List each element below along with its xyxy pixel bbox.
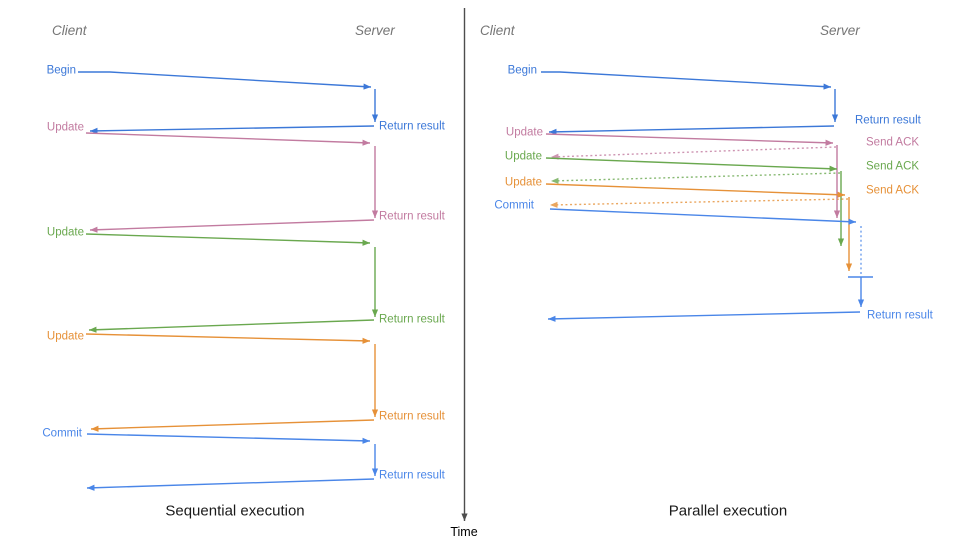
left-panel-arrows [78, 71, 379, 491]
left-client-header: Client [52, 23, 87, 38]
right-panel-arrows [541, 71, 873, 322]
right-update1-label: Update [505, 126, 543, 139]
left-return3-label: Return result [379, 313, 445, 326]
left-commit-label: Commit [42, 427, 82, 440]
left-return2-label: Return result [379, 210, 445, 223]
time-axis-label: Time [450, 525, 478, 539]
left-update1-label: Update [46, 121, 84, 134]
right-client-header: Client [480, 23, 515, 38]
left-update2-label: Update [46, 226, 84, 239]
right-ack3-label: Send ACK [866, 184, 920, 197]
left-server-header: Server [355, 23, 395, 38]
right-commit-label: Commit [494, 199, 534, 212]
right-server-header: Server [820, 23, 860, 38]
left-return4-label: Return result [379, 410, 445, 423]
left-caption: Sequential execution [165, 502, 305, 520]
right-begin-label: Begin [507, 64, 537, 77]
right-return1-label: Return result [855, 114, 921, 127]
right-update3-label: Update [504, 176, 542, 189]
right-ack1-label: Send ACK [866, 136, 920, 149]
left-return5-label: Return result [379, 469, 445, 482]
right-ack2-label: Send ACK [866, 160, 920, 173]
left-return1-label: Return result [379, 120, 445, 133]
left-update3-label: Update [46, 330, 84, 343]
right-update2-label: Update [504, 150, 542, 163]
right-return2-label: Return result [867, 309, 933, 322]
right-caption: Parallel execution [668, 502, 788, 520]
left-begin-label: Begin [46, 64, 76, 77]
